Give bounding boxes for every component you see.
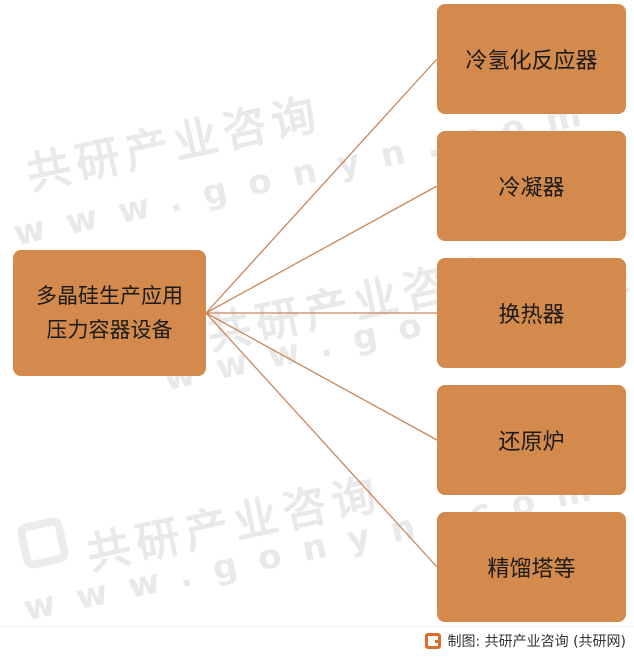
root-node: 多晶硅生产应用 压力容器设备: [13, 250, 206, 376]
connector-line: [205, 185, 438, 314]
child-label: 还原炉: [498, 430, 565, 455]
footer: 制图: 共研产业咨询 (共研网): [425, 631, 626, 651]
root-label-line1: 多晶硅生产应用: [36, 284, 183, 308]
child-label: 冷氢化反应器: [465, 49, 598, 74]
child-node-heat-exchanger: 换热器: [437, 258, 626, 368]
child-label: 精馏塔等: [487, 557, 576, 582]
child-node-condenser: 冷凝器: [437, 131, 626, 241]
child-label: 换热器: [498, 303, 565, 328]
child-label: 冷凝器: [498, 176, 565, 201]
root-label-line2: 压力容器设备: [46, 318, 173, 342]
connector-line: [205, 58, 438, 314]
connector-line: [205, 312, 438, 568]
child-node-distillation-tower: 精馏塔等: [437, 512, 626, 622]
brand-logo-icon: [425, 633, 442, 649]
connector-line: [205, 312, 438, 441]
child-node-cold-hydrogenation-reactor: 冷氢化反应器: [437, 4, 626, 114]
footer-divider: [0, 626, 634, 627]
source-credit: 制图: 共研产业咨询 (共研网): [447, 634, 626, 650]
child-node-reduction-furnace: 还原炉: [437, 385, 626, 495]
